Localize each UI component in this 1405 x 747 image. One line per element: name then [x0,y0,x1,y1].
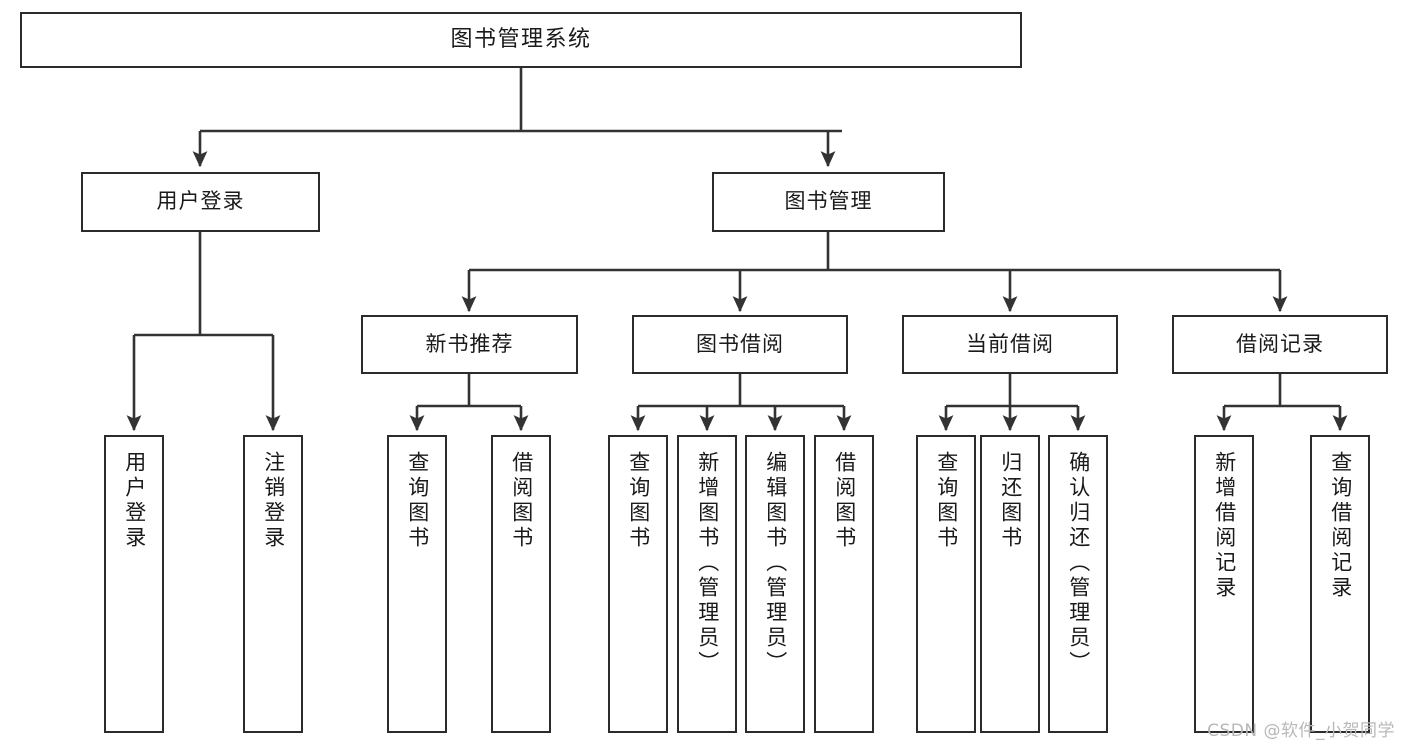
node-current-borrow[interactable]: 当前借阅 [902,315,1118,374]
node-label: 确认归还（管理员） [1066,451,1091,676]
node-label: 查询借阅记录 [1328,451,1353,601]
node-new-book-recommend[interactable]: 新书推荐 [361,315,578,374]
node-label: 查询图书 [626,451,651,551]
node-leaf-query-book-2[interactable]: 查询图书 [608,435,668,733]
node-leaf-borrow-book-2[interactable]: 借阅图书 [814,435,874,733]
node-label: 归还图书 [998,451,1023,551]
node-leaf-query-book-1[interactable]: 查询图书 [387,435,447,733]
node-leaf-add-record[interactable]: 新增借阅记录 [1194,435,1254,733]
node-label: 借阅记录 [1236,331,1324,356]
node-borrow-record[interactable]: 借阅记录 [1172,315,1388,374]
node-label: 用户登录 [156,189,245,214]
node-leaf-query-record[interactable]: 查询借阅记录 [1310,435,1370,733]
node-label: 编辑图书（管理员） [763,451,788,676]
node-label: 新增图书（管理员） [695,451,720,676]
node-leaf-borrow-book-1[interactable]: 借阅图书 [491,435,551,733]
node-label: 注销登录 [261,451,286,551]
node-label: 图书借阅 [696,331,784,356]
node-user-login[interactable]: 用户登录 [81,172,320,232]
node-label: 新书推荐 [425,331,514,356]
node-leaf-add-book[interactable]: 新增图书（管理员） [677,435,737,733]
node-label: 查询图书 [934,451,959,551]
node-leaf-return-book[interactable]: 归还图书 [980,435,1040,733]
node-label: 用户登录 [122,451,147,551]
node-root-book-management-system[interactable]: 图书管理系统 [20,12,1022,68]
node-book-borrow[interactable]: 图书借阅 [632,315,848,374]
node-label: 新增借阅记录 [1212,451,1237,601]
node-label: 借阅图书 [509,451,534,551]
node-label: 图书管理 [784,189,873,214]
watermark-text: CSDN @软件_小贺同学 [1207,721,1395,741]
node-leaf-user-login[interactable]: 用户登录 [104,435,164,733]
node-label: 查询图书 [405,451,430,551]
node-leaf-edit-book[interactable]: 编辑图书（管理员） [745,435,805,733]
node-label: 借阅图书 [832,451,857,551]
node-label: 当前借阅 [966,331,1054,356]
node-leaf-query-book-3[interactable]: 查询图书 [916,435,976,733]
node-label: 图书管理系统 [450,26,592,52]
node-leaf-confirm-return[interactable]: 确认归还（管理员） [1048,435,1108,733]
node-leaf-logout-login[interactable]: 注销登录 [243,435,303,733]
node-book-management[interactable]: 图书管理 [712,172,945,232]
